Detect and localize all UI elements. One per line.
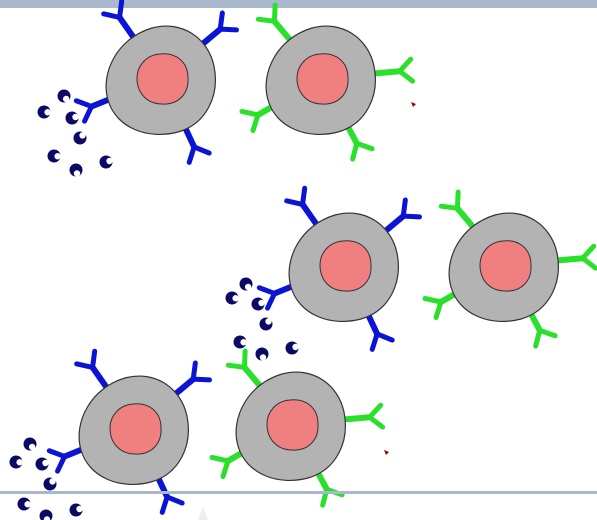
green-cell-middle bbox=[425, 192, 596, 346]
blue-cell-bottom bbox=[49, 351, 209, 512]
ligand-cluster-bottom bbox=[7, 435, 83, 520]
cell-body bbox=[105, 25, 216, 136]
scene-bottom bbox=[7, 351, 389, 520]
scene-middle bbox=[223, 188, 596, 361]
cell-body bbox=[265, 25, 376, 136]
green-cell-bottom bbox=[212, 351, 383, 505]
cell-body bbox=[78, 375, 189, 486]
marker bbox=[384, 450, 389, 455]
green-receptor bbox=[556, 246, 596, 271]
cell-body bbox=[288, 212, 399, 323]
top-divider bbox=[0, 0, 597, 8]
green-receptor bbox=[343, 405, 383, 430]
blue-cell-top bbox=[76, 1, 236, 162]
cell-body bbox=[235, 371, 346, 482]
scene-top bbox=[35, 1, 416, 177]
faint-arrow-icon bbox=[198, 506, 208, 520]
green-cell-top bbox=[242, 5, 413, 159]
marker bbox=[411, 102, 416, 107]
blue-cell-middle bbox=[259, 188, 419, 349]
green-receptor bbox=[373, 59, 413, 84]
bottom-divider bbox=[0, 491, 597, 494]
cell-body bbox=[448, 212, 559, 323]
